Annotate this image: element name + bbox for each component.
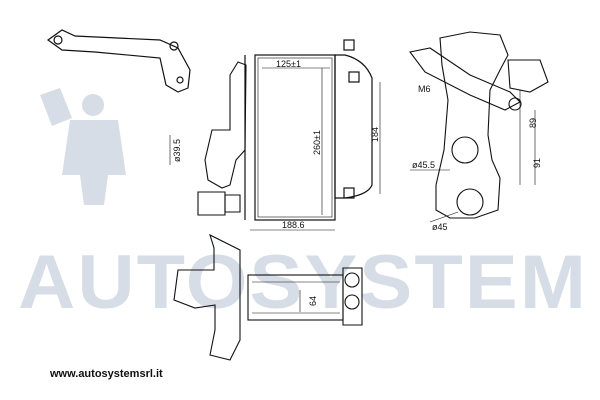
- core-dimensions: [169, 67, 381, 231]
- inlet-pipe: [197, 61, 247, 216]
- dim-core-width-top: 125±1: [276, 59, 301, 69]
- website-url: www.autosystemsrl.it: [50, 368, 163, 380]
- person-figure-logo: [40, 88, 126, 205]
- dim-port-diameter-2: ø45: [432, 222, 448, 232]
- dim-side-lower: 91: [532, 158, 542, 168]
- dim-bracket-thread: M6: [418, 84, 431, 94]
- watermark: AUTOSYSTEM: [18, 88, 588, 325]
- dim-core-height: 260±1: [312, 130, 322, 155]
- dim-side-upper: 89: [528, 118, 538, 128]
- side-view: [409, 31, 549, 223]
- dim-bottom: 64: [308, 296, 318, 306]
- upper-bracket: [46, 29, 191, 93]
- dim-core-width-bottom: 188.6: [282, 220, 305, 230]
- intercooler-core: [244, 39, 373, 221]
- dim-mount-height: 184: [370, 127, 380, 142]
- dim-inlet-diameter: ø39.5: [172, 139, 182, 162]
- bottom-view: [173, 233, 363, 361]
- dim-port-diameter-1: ø45.5: [412, 160, 435, 170]
- watermark-brand: AUTOSYSTEM: [18, 240, 588, 325]
